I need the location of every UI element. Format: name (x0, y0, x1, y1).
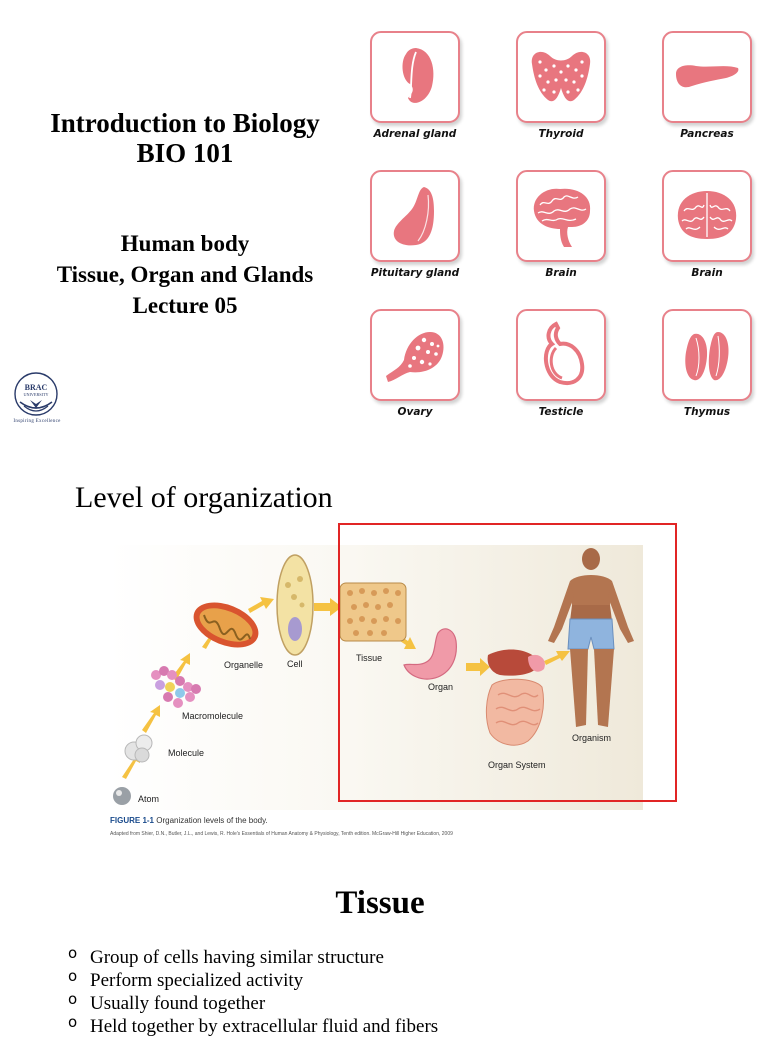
level-label-organism: Organism (572, 733, 612, 743)
level-title: Level of organization (75, 481, 333, 514)
level-label-organ-system: Organ System (488, 760, 546, 770)
tissue-bullet-list: Group of cells having similar structure … (68, 942, 438, 1038)
gland-card-pancreas: Pancreas (662, 31, 752, 140)
organization-illustration (113, 548, 634, 805)
thymus-icon (685, 332, 729, 381)
list-item: Perform specialized activity (68, 965, 438, 992)
testicle-icon (543, 321, 585, 385)
ovary-icon (386, 332, 444, 382)
figure-caption-text: Organization levels of the body. (156, 816, 268, 825)
logo-line2: UNIVERSITY (23, 392, 48, 397)
subtitle-line: Human body (120, 231, 250, 256)
gland-label: Ovary (397, 406, 433, 418)
highlight-box (338, 523, 677, 802)
gland-label: Adrenal gland (373, 128, 457, 140)
gland-label: Thyroid (538, 128, 584, 140)
list-item: Held together by extracellular fluid and… (68, 1011, 438, 1038)
gland-label: Thymus (683, 406, 731, 418)
list-item: Group of cells having similar structure (68, 942, 438, 969)
level-label-atom: Atom (138, 794, 160, 804)
gland-card-brain-section: Brain (662, 170, 752, 279)
gland-label: Pancreas (680, 128, 734, 140)
brain-section-icon (677, 191, 737, 239)
gland-card-thymus: Thymus (662, 309, 752, 418)
level-label-cell: Cell (287, 659, 303, 669)
level-label-tissue: Tissue (356, 653, 383, 663)
gland-card-ovary: Ovary (370, 309, 460, 418)
level-label-macromolecule: Macromolecule (182, 711, 244, 721)
level-label-molecule: Molecule (168, 748, 205, 758)
figure-source: Adapted from Shier, D.N., Butler, J.L., … (110, 831, 453, 837)
gland-card-thyroid: Thyroid (516, 31, 606, 140)
logo-line1: BRAC (25, 383, 48, 392)
pituitary-gland-icon (393, 187, 434, 246)
gland-card-adrenal: Adrenal gland (370, 31, 460, 140)
brac-seal-icon: BRAC UNIVERSITY (14, 372, 58, 416)
logo-tagline: Inspiring Excellence (13, 419, 61, 424)
figure-caption: FIGURE 1-1 Organization levels of the bo… (110, 816, 268, 825)
subtitle-line: Tissue, Organ and Glands (56, 262, 314, 287)
university-logo: BRAC UNIVERSITY Inspiring Excellence (12, 370, 62, 428)
pancreas-icon (676, 65, 739, 88)
gland-card-pituitary: Pituitary gland (370, 170, 460, 279)
figure-number: FIGURE 1-1 (110, 816, 155, 825)
gland-label: Pituitary gland (370, 267, 460, 279)
gland-label: Brain (691, 267, 723, 279)
level-label-organ: Organ (428, 682, 454, 692)
gland-card-brain: Brain (516, 170, 606, 279)
course-code: BIO 101 (136, 138, 234, 168)
adrenal-gland-icon (402, 48, 434, 103)
organization-figure: Atom Molecule Macromolecule Organelle Ce… (108, 545, 643, 810)
gland-label: Testicle (538, 406, 584, 418)
subtitle-line: Lecture 05 (132, 293, 238, 318)
gland-card-testicle: Testicle (516, 309, 606, 418)
list-item: Usually found together (68, 988, 438, 1015)
tissue-title: Tissue (335, 885, 425, 921)
course-title: Introduction to Biology (50, 108, 320, 138)
title-block: Introduction to Biology BIO 101 (20, 108, 350, 168)
level-label-organelle: Organelle (224, 660, 264, 670)
gland-label: Brain (545, 267, 577, 279)
subtitle-block: Human body Tissue, Organ and Glands Lect… (20, 228, 350, 321)
brain-icon (533, 188, 591, 247)
thyroid-icon (531, 51, 591, 102)
